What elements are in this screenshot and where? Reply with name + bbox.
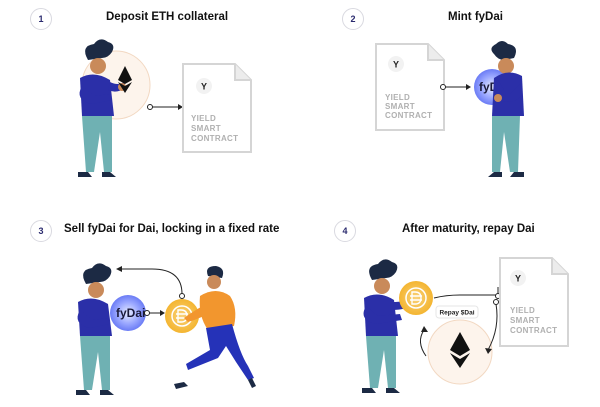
person-figure <box>174 266 256 389</box>
contract-line1: YIELD <box>191 114 216 123</box>
eth-icon <box>118 66 132 93</box>
step-3-title: Sell fyDai for Dai, locking in a fixed r… <box>64 223 280 235</box>
step-4-title: After maturity, repay Dai <box>402 223 535 235</box>
contract-line2: SMART <box>385 102 415 111</box>
person-figure <box>362 259 416 393</box>
repay-tag-label: Repay $Dai <box>439 310 474 317</box>
step-4-illustration: Repay $Dai Y YIELD SMART CONTRACT <box>362 257 569 393</box>
contract-line3: CONTRACT <box>385 111 432 120</box>
contract-logo: Y <box>515 274 521 284</box>
dai-coin-icon <box>399 281 433 315</box>
contract-line2: SMART <box>191 124 221 133</box>
contract-logo: Y <box>393 60 399 70</box>
eth-icon <box>450 332 470 368</box>
arrow-icon <box>440 84 471 90</box>
step-2-badge: 2 <box>342 8 364 30</box>
fydai-token <box>110 295 146 331</box>
arrow-icon <box>433 287 501 299</box>
step-1-illustration: Y YIELD SMART CONTRACT <box>78 39 252 177</box>
contract-line1: YIELD <box>385 93 410 102</box>
step-1-panel: 1 Deposit ETH collateral <box>0 0 300 203</box>
step-1-badge: 1 <box>30 8 52 30</box>
contract-logo: Y <box>201 82 207 92</box>
repay-tag: Repay $Dai <box>435 305 479 319</box>
step-2-illustration: Y YIELD SMART CONTRACT fyDai <box>375 41 524 177</box>
arrow-icon <box>147 104 183 110</box>
smart-contract-document: Y YIELD SMART CONTRACT <box>375 43 445 131</box>
smart-contract-document: Y YIELD SMART CONTRACT <box>182 63 252 153</box>
step-3-panel: 3 Sell fyDai for Dai, locking in a fixed… <box>0 204 300 407</box>
step-1-title: Deposit ETH collateral <box>106 11 229 23</box>
step-3-illustration: fyDai <box>76 263 256 395</box>
person-figure <box>76 263 114 395</box>
contract-line3: CONTRACT <box>191 134 238 143</box>
step-3-badge: 3 <box>30 220 52 242</box>
step-4-panel: 4 After maturity, repay Dai <box>300 204 600 407</box>
step-2-title: Mint fyDai <box>448 11 503 23</box>
return-arrow-icon <box>420 299 499 357</box>
person-figure <box>488 41 524 177</box>
step-2-panel: 2 Mint fyDai Y YIELD SMART CONTRACT <box>300 0 600 203</box>
contract-line2: SMART <box>510 316 540 325</box>
arrow-icon <box>144 310 165 316</box>
contract-line3: CONTRACT <box>510 326 557 335</box>
contract-line1: YIELD <box>510 306 535 315</box>
smart-contract-document: Y YIELD SMART CONTRACT <box>499 257 569 347</box>
curved-arrow-icon <box>116 266 185 299</box>
fydai-token-label: fyDai <box>116 306 145 320</box>
step-4-badge: 4 <box>334 220 356 242</box>
